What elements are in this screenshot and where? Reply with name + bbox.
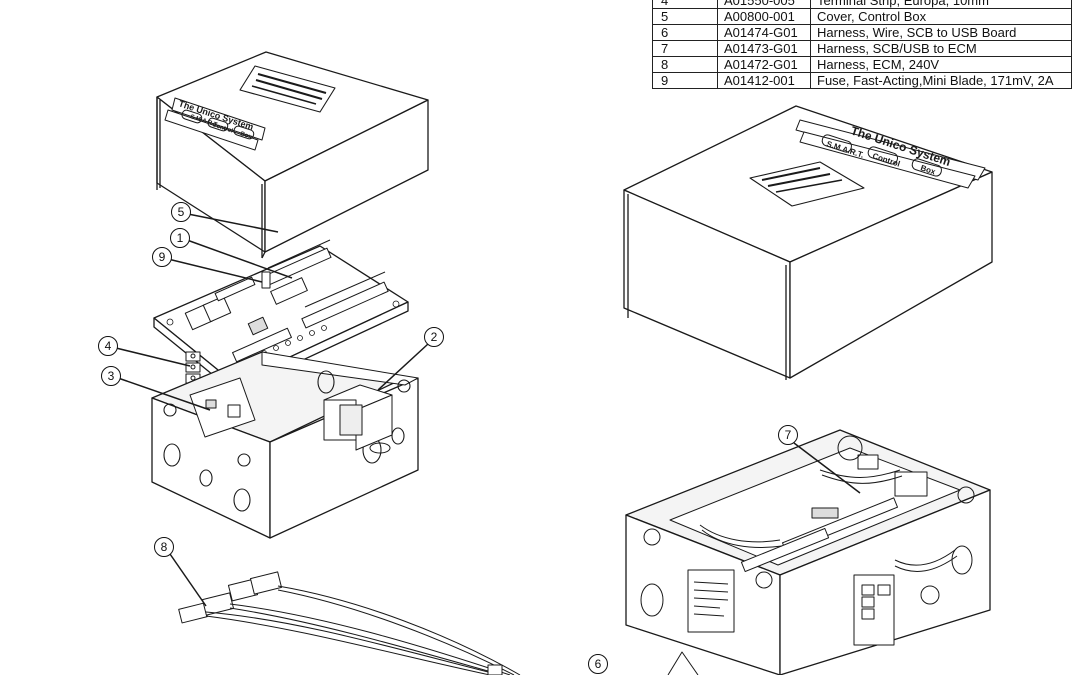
electrical-box-left [151,351,419,539]
harness-part-8 [178,571,521,675]
part-number: A01550-005 [717,0,811,9]
callout-5: 5 [171,202,191,222]
part-description: Harness, Wire, SCB to USB Board [810,24,1072,41]
callout-6: 6 [588,654,608,674]
assembled-box-right [625,429,991,675]
item-number: 6 [652,24,718,41]
table-row: 8 A01472-G01 Harness, ECM, 240V [652,56,1072,73]
callout-leaders [115,213,861,607]
callout-4: 4 [98,336,118,356]
item-number: 7 [652,40,718,57]
label-plate-box-front [687,569,735,633]
item-number: 4 [652,0,718,9]
part-description: Fuse, Fast-Acting,Mini Blade, 171mV, 2A [810,72,1072,89]
callout-9: 9 [152,247,172,267]
part-number: A01473-G01 [717,40,811,57]
part-number: A01474-G01 [717,24,811,41]
item-number: 9 [652,72,718,89]
item-number: 5 [652,8,718,25]
part-number: A01412-001 [717,72,811,89]
table-row: 4 A01550-005 Terminal Strip, Europa, 10m… [652,0,1072,9]
cover-part-5-left [156,51,429,259]
part-description: Cover, Control Box [810,8,1072,25]
callout-8: 8 [154,537,174,557]
transformer-part-2 [323,384,393,454]
part-description: Terminal Strip, Europa, 10mm [810,0,1072,9]
part-description: Harness, ECM, 240V [810,56,1072,73]
table-row: 5 A00800-001 Cover, Control Box [652,8,1072,25]
callout-1: 1 [170,228,190,248]
callout-3: 3 [101,366,121,386]
table-row: 9 A01412-001 Fuse, Fast-Acting,Mini Blad… [652,72,1072,89]
part-number: A01472-G01 [717,56,811,73]
cover-label-plate-right [749,161,865,207]
part-description: Harness, SCB/USB to ECM [810,40,1072,57]
fuse-part-9 [261,271,271,289]
callout-2: 2 [424,327,444,347]
part-number: A00800-001 [717,8,811,25]
item-number: 8 [652,56,718,73]
table-row: 6 A01474-G01 Harness, Wire, SCB to USB B… [652,24,1072,41]
callout-7: 7 [778,425,798,445]
cover-right [623,105,993,380]
cover-box-label: Box [239,131,252,140]
usb-board-part-3 [189,377,256,438]
terminal-strip-part-4 [185,351,201,384]
parts-list-table: 4 A01550-005 Terminal Strip, Europa, 10m… [652,0,1072,89]
table-row: 7 A01473-G01 Harness, SCB/USB to ECM [652,40,1072,57]
